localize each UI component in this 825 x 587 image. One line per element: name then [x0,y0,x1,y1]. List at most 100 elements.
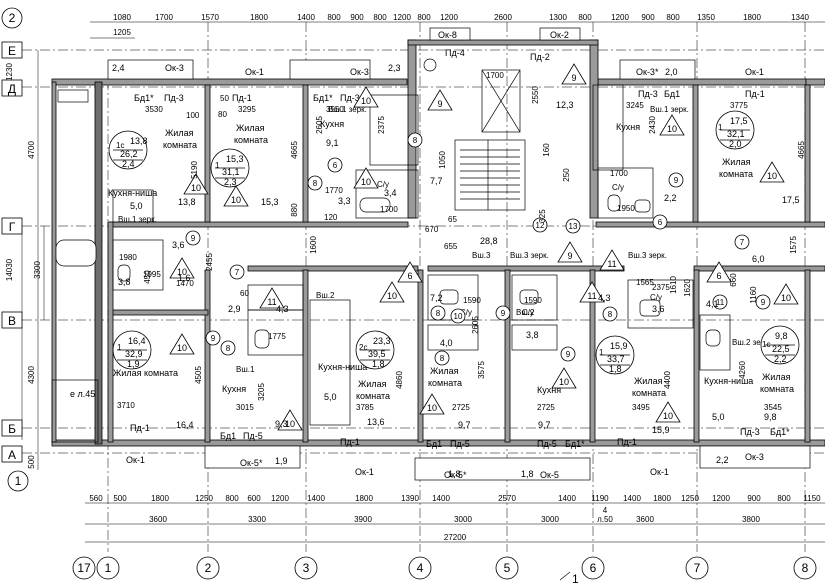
room-area: 3,4 [384,188,397,198]
dim-text: 1800 [151,494,169,503]
dim-text: 4700 [27,141,36,159]
room-area: 9,1 [326,138,339,148]
opening-label: Бд1* [313,93,333,103]
room-names: Жилая комната Жилая комната Жилая комнат… [70,105,794,401]
circle-number: 9 [501,309,506,318]
room-name: Жилая [430,366,459,376]
dim-text: 900 [350,13,364,22]
apartment-marker: 1 17,5 32,1 2,0 [715,110,755,150]
circle-number: 8 [440,354,445,363]
room-dim: 120 [324,213,338,222]
opening-label: Ок-1 [245,67,264,77]
dim-text: 900 [747,494,761,503]
apt-ratio: 2,3 [224,177,237,187]
dim-text: 1190 [591,494,609,503]
triangle-markers: 10 10 9 9 10 10 10 10 9 10 11 10 10 10 1… [169,63,799,431]
room-name: Кухня-ниша [108,188,157,198]
triangle-marker: 10 [759,161,785,183]
room-name: Вш.1 зерк. [118,215,157,224]
circle-number: 13 [569,222,578,231]
dim-text: 1205 [113,28,131,37]
axis-label: В [8,314,16,328]
circle-number: 6 [658,218,663,227]
circle-marker: 6 [652,214,668,230]
room-dim: 325 [538,209,547,223]
apartment-marker: 1 16,4 32,9 1,9 [112,330,152,370]
room-name: С/у [612,183,624,192]
room-area: 16,4 [176,420,194,430]
dim-text: 1200 [440,13,458,22]
axis-bubble-row-d: Д [1,79,23,97]
opening-label: Пд-4 [445,48,465,58]
room-dim: 3295 [238,105,256,114]
apt-number: 1с [762,340,770,349]
room-name: Кухня [537,385,561,395]
room-dim: 1770 [325,186,343,195]
axis-bubble-col-17: 17 [72,556,96,580]
tri-number: 10 [361,177,371,187]
opening-label: Ок-5 [540,470,559,480]
triangle-marker: 11 [599,249,625,271]
opening-label: Пд-3 [638,89,658,99]
triangle-marker: 10 [551,367,577,389]
apt-area-total: 26,2 [120,149,138,159]
opening-label: Пд-3 [340,93,360,103]
dim-text: 1390 [401,494,419,503]
triangle-marker: 11 [579,281,605,303]
room-dim: 1700 [610,169,628,178]
circle-number: 8 [436,309,441,318]
circle-marker: 11 [712,294,728,310]
room-dim: 3495 [632,403,650,412]
triangle-marker: 10 [277,409,303,431]
fixtures [55,89,721,349]
room-name: комната [428,378,462,388]
axis-label: 8 [802,561,809,575]
circle-number: 6 [333,161,338,170]
room-dim: 1575 [789,236,798,254]
room-area: 2,3 [388,63,401,73]
opening-label: Пд-1 [340,437,360,447]
room-area: 28,8 [480,236,498,246]
room-dim: 2550 [531,86,540,104]
circle-marker: 7 [734,234,750,250]
room-area: 17,5 [782,195,800,205]
room-dim: 1050 [438,151,447,169]
dim-text: 1340 [791,13,809,22]
apartment-marker: 1с 9,8 22,5 2,2 [760,325,800,365]
room-dimensions: 3530 3295 3550 3245 3775 5190 4665 2605 … [117,71,806,412]
tri-number: 10 [667,124,677,134]
apt-area-total: 32,1 [727,129,745,139]
room-dim: 2605 [315,116,324,134]
axis-bubble-top-2: 2 [1,7,23,29]
axis-bubble-col-3: 3 [294,556,318,580]
opening-label: Пд-2 [530,52,550,62]
dim-text: 800 [417,13,431,22]
apt-area-total: 32,9 [125,349,143,359]
apt-area-total: 31,1 [222,167,240,177]
tri-number: 10 [177,343,187,353]
room-area: 1,8 [521,469,534,479]
room-name: Кухня-ниша [318,362,367,372]
tri-number: 11 [587,291,596,301]
dim-text: 1800 [355,494,373,503]
room-dim: 3785 [356,403,374,412]
room-dim: 1980 [119,253,137,262]
apt-area-total: 33,7 [607,354,625,364]
room-dim: 100 [186,111,200,120]
room-dim: 1995 [143,270,161,279]
room-dim: 4665 [290,141,299,159]
opening-label: Ок-3 [165,63,184,73]
circle-number: 9 [761,298,766,307]
dim-text: 3900 [354,515,372,524]
dim-text: 500 [27,455,36,469]
opening-label: Пд-1 [232,93,252,103]
apt-area-living: 17,5 [730,116,748,126]
dim-text: 900 [641,13,655,22]
room-dim: 3245 [626,101,644,110]
room-name: Кухня [222,384,246,394]
room-dim: 1620 [683,279,692,297]
opening-label: Пд-1 [745,89,765,99]
tri-number: 6 [716,271,721,281]
triangle-marker: 9 [427,89,453,111]
tri-number: 9 [567,251,572,261]
